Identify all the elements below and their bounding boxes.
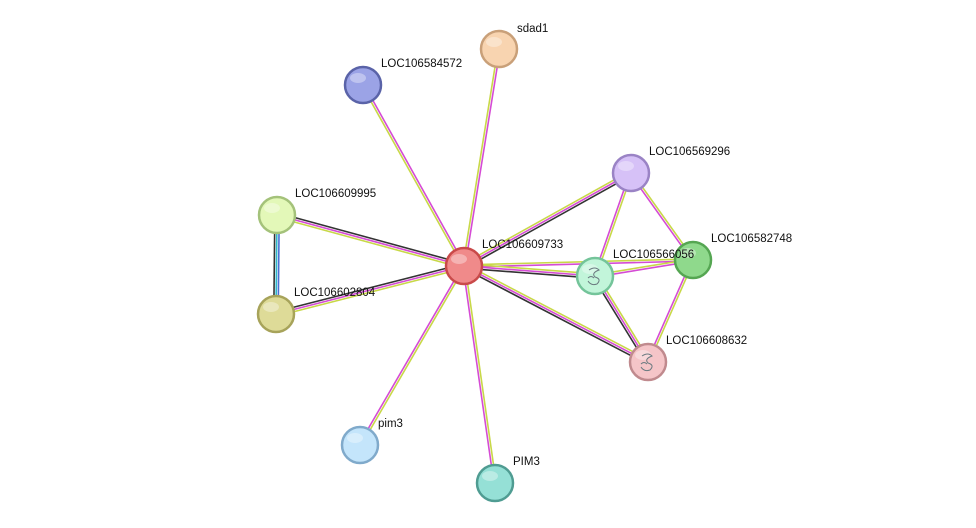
node-highlight bbox=[263, 302, 279, 312]
node-highlight bbox=[264, 203, 280, 213]
node-circle[interactable] bbox=[343, 65, 383, 105]
protein-structure-icon bbox=[640, 353, 653, 372]
node-circle[interactable] bbox=[673, 240, 713, 280]
edge-evidence-line bbox=[464, 263, 650, 361]
edge-evidence-line bbox=[275, 263, 464, 313]
node-label: LOC106582748 bbox=[711, 233, 792, 245]
node-highlight bbox=[486, 37, 502, 47]
node-LOC106608632[interactable]: LOC106608632 bbox=[628, 335, 747, 382]
node-highlight bbox=[350, 73, 366, 83]
edge-evidence-line bbox=[464, 263, 596, 275]
node-label: LOC106609733 bbox=[482, 239, 563, 251]
edge-LOC106609733-PIM3[interactable] bbox=[462, 265, 497, 484]
node-circle[interactable] bbox=[479, 29, 519, 69]
edge-evidence-line bbox=[462, 267, 648, 365]
edge-LOC106609733-LOC106566056[interactable] bbox=[463, 263, 596, 279]
node-sdad1[interactable]: sdad1 bbox=[479, 23, 548, 69]
edge-LOC106609733-LOC106608632[interactable] bbox=[462, 263, 650, 365]
protein-structure-icon bbox=[587, 267, 600, 286]
node-LOC106569296[interactable]: LOC106569296 bbox=[611, 146, 730, 193]
edge-evidence-line bbox=[462, 170, 631, 265]
node-LOC106582748[interactable]: LOC106582748 bbox=[673, 233, 792, 280]
edge-evidence-line bbox=[361, 85, 464, 267]
edge-LOC106609733-LOC106584572[interactable] bbox=[361, 84, 466, 267]
edge-evidence-line bbox=[358, 265, 464, 445]
edge-evidence-line bbox=[464, 174, 633, 269]
node-highlight bbox=[347, 433, 363, 443]
edge-evidence-line bbox=[462, 48, 499, 266]
edge-evidence-line bbox=[463, 172, 632, 267]
node-label: LOC106584572 bbox=[381, 58, 462, 70]
node-LOC106609733[interactable]: LOC106609733 bbox=[444, 239, 563, 286]
edge-evidence-line bbox=[275, 265, 465, 315]
edge-evidence-line bbox=[464, 49, 501, 267]
edge-LOC106609733-LOC106609995[interactable] bbox=[276, 212, 465, 269]
edge-layer bbox=[273, 48, 695, 484]
edge-LOC106609733-sdad1[interactable] bbox=[462, 48, 501, 267]
node-highlight bbox=[680, 248, 696, 258]
edge-evidence-line bbox=[463, 265, 596, 277]
edge-evidence-line bbox=[464, 265, 497, 483]
edge-evidence-line bbox=[363, 84, 466, 266]
edge-evidence-line bbox=[277, 212, 465, 265]
node-highlight bbox=[618, 161, 634, 171]
node-highlight bbox=[482, 471, 498, 481]
node-PIM3[interactable]: PIM3 bbox=[475, 456, 540, 503]
node-circle[interactable] bbox=[628, 342, 668, 382]
node-circle[interactable] bbox=[575, 256, 615, 296]
edge-LOC106609733-pim3[interactable] bbox=[358, 265, 466, 446]
node-highlight bbox=[451, 254, 467, 264]
edge-evidence-line bbox=[276, 214, 465, 267]
edge-LOC106609733-LOC106569296[interactable] bbox=[462, 170, 633, 269]
node-LOC106602804[interactable]: LOC106602804 bbox=[256, 287, 376, 334]
node-LOC106566056[interactable]: LOC106566056 bbox=[575, 249, 694, 296]
edge-LOC106609733-LOC106602804[interactable] bbox=[275, 263, 465, 317]
node-label: PIM3 bbox=[513, 456, 540, 468]
node-label: LOC106602804 bbox=[294, 287, 376, 299]
node-label: LOC106569296 bbox=[649, 146, 730, 158]
node-circle[interactable] bbox=[256, 294, 296, 334]
node-circle[interactable] bbox=[340, 425, 380, 465]
edge-evidence-line bbox=[276, 267, 465, 317]
edge-evidence-line bbox=[276, 216, 464, 269]
node-circle[interactable] bbox=[611, 153, 651, 193]
node-label: LOC106609995 bbox=[295, 188, 376, 200]
node-circle[interactable] bbox=[257, 195, 297, 235]
node-circle[interactable] bbox=[475, 463, 515, 503]
node-LOC106609995[interactable]: LOC106609995 bbox=[257, 188, 376, 235]
edge-evidence-line bbox=[463, 258, 693, 266]
node-circle[interactable] bbox=[444, 246, 484, 286]
edge-evidence-line bbox=[463, 267, 595, 279]
node-label: pim3 bbox=[378, 418, 403, 430]
node-label: LOC106566056 bbox=[613, 249, 694, 261]
edge-evidence-line bbox=[463, 265, 649, 363]
node-label: sdad1 bbox=[517, 23, 548, 35]
edge-evidence-line bbox=[360, 266, 466, 446]
node-label: LOC106608632 bbox=[666, 335, 747, 347]
node-pim3[interactable]: pim3 bbox=[340, 418, 403, 465]
node-layer: LOC106609733 sdad1LOC106584572LOC10656929… bbox=[256, 23, 792, 503]
edge-evidence-line bbox=[462, 266, 495, 484]
node-LOC106584572[interactable]: LOC106584572 bbox=[343, 58, 462, 105]
